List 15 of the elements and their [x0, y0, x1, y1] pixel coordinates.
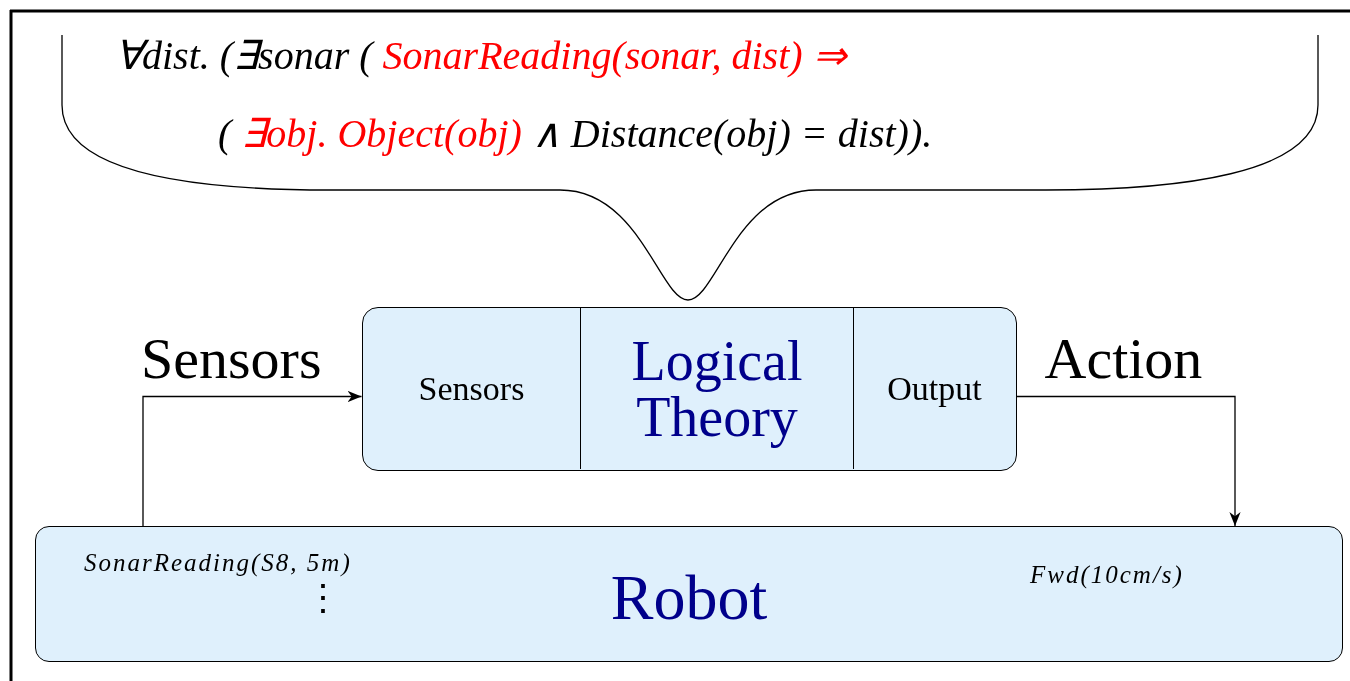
robot-box [35, 526, 1343, 662]
formula-text: ∃obj. Object(obj) [241, 111, 522, 156]
signal-label: SonarReading(S8, 5m) [84, 550, 352, 575]
ellipsis-mark: ⋮ [305, 580, 341, 616]
box-title: Robot [610, 566, 768, 630]
module-box [362, 307, 1017, 471]
formula-text: SonarReading(sonar, dist) ⇒ [382, 33, 847, 78]
cell-label: Sensors [418, 371, 525, 406]
action-label: Fwd(10cm/s) [1030, 562, 1184, 587]
cell-label: Output [887, 371, 982, 406]
formula-text: ∧ Distance(obj) = dist)). [531, 111, 933, 156]
formula-text: ∀dist. (∃sonar ( [115, 33, 373, 78]
arrow [1015, 395, 1241, 527]
formula-text: ( [218, 111, 232, 156]
arrow [142, 390, 363, 527]
